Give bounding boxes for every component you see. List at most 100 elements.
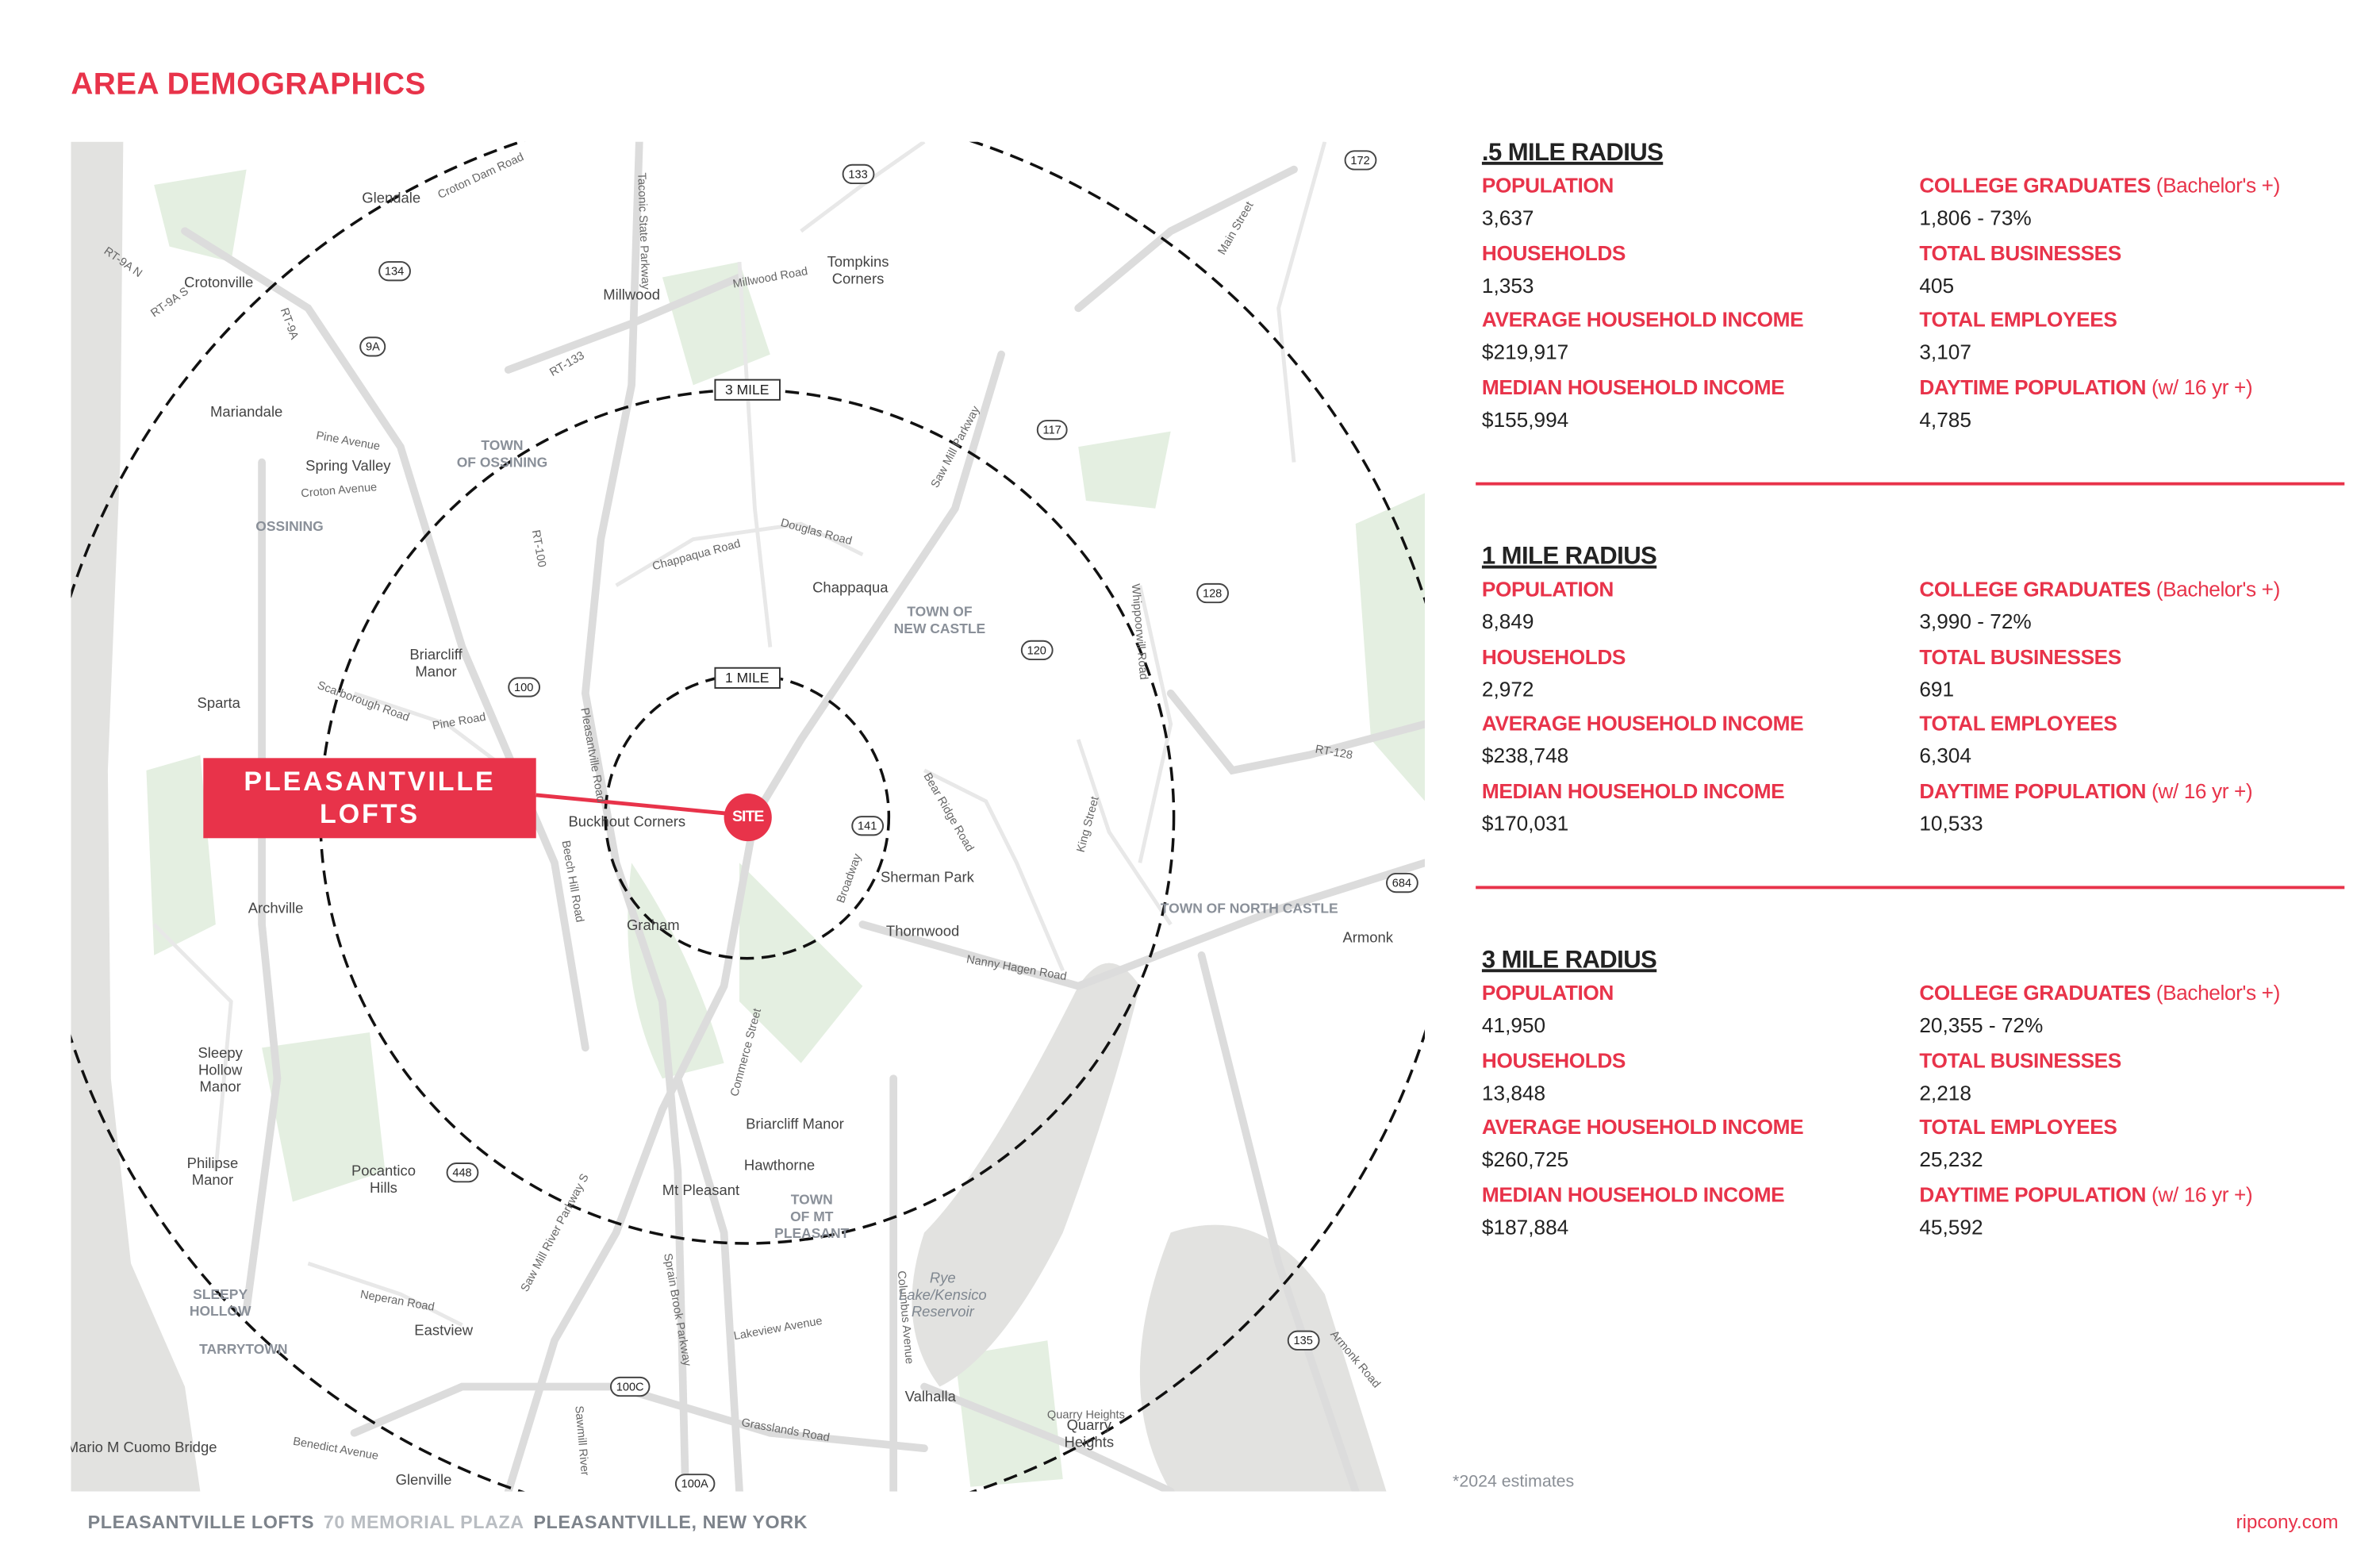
avg-income-label: AVERAGE HOUSEHOLD INCOME xyxy=(1482,712,1804,735)
route-shield: 684 xyxy=(1386,872,1418,893)
label-note: (w/ 16 yr +) xyxy=(2152,1182,2253,1206)
road-label: RT-133 xyxy=(547,348,587,379)
employees-label: TOTAL EMPLOYEES xyxy=(1919,712,2117,735)
reservoir-label: Rye Lake/Kensico Reservoir xyxy=(898,1270,987,1322)
employees-label: TOTAL EMPLOYEES xyxy=(1919,1116,2117,1139)
town-label: SLEEPY HOLLOW xyxy=(189,1286,251,1320)
population-label: POPULATION xyxy=(1482,982,1614,1005)
daytime-value: 10,533 xyxy=(1919,811,1983,835)
businesses-label: TOTAL BUSINESSES xyxy=(1919,1048,2121,1071)
daytime-label: DAYTIME POPULATION (w/ 16 yr +) xyxy=(1919,1182,2252,1205)
label-text: AVERAGE HOUSEHOLD INCOME xyxy=(1481,308,1804,332)
place-label: Chappaqua xyxy=(812,580,889,598)
label-text: POPULATION xyxy=(1481,174,1614,198)
road-label: Sawmill River xyxy=(572,1405,593,1477)
avg-income-value: $238,748 xyxy=(1481,744,1569,767)
place-label: Graham xyxy=(626,917,680,935)
route-shield: 100C xyxy=(609,1376,651,1397)
road-label: Beech Hill Road xyxy=(559,839,587,924)
road-label: Saw Mill Parkway xyxy=(927,403,983,490)
place-label: Valhalla xyxy=(904,1389,956,1406)
road-label: RT-9A S xyxy=(148,283,191,321)
road-label: Quarry Heights xyxy=(1046,1407,1125,1422)
route-shield: 117 xyxy=(1036,420,1068,440)
median-income-value: $187,884 xyxy=(1481,1215,1569,1239)
employees-label: TOTAL EMPLOYEES xyxy=(1919,308,2117,331)
route-shield: 100A xyxy=(674,1474,715,1492)
callout-line-1: PLEASANTVILLE xyxy=(244,766,496,797)
place-label: Philipse Manor xyxy=(186,1155,239,1189)
population-value: 8,849 xyxy=(1481,609,1534,634)
place-label: Glenville xyxy=(395,1472,452,1489)
section-divider xyxy=(1476,886,2345,889)
label-text: COLLEGE GRADUATES xyxy=(1919,174,2151,198)
route-shield: 120 xyxy=(1020,640,1053,661)
road-label: Benedict Avenue xyxy=(292,1434,380,1463)
label-note: (Bachelor's +) xyxy=(2155,578,2281,601)
households-label: HOUSEHOLDS xyxy=(1482,1048,1626,1071)
site-marker: SITE xyxy=(724,793,772,842)
college-label: COLLEGE GRADUATES (Bachelor's +) xyxy=(1919,982,2280,1005)
households-label: HOUSEHOLDS xyxy=(1482,645,1626,668)
avg-income-label: AVERAGE HOUSEHOLD INCOME xyxy=(1481,308,1804,332)
households-value: 1,353 xyxy=(1481,273,1534,297)
place-label: Thornwood xyxy=(885,924,960,941)
road-label: Pleasantville Road xyxy=(578,706,608,804)
callout-leader xyxy=(536,793,727,816)
road-label: Saw Mill River Parkway S xyxy=(517,1171,592,1294)
road-label: Commerce Street xyxy=(727,1006,764,1098)
place-label: Sherman Park xyxy=(880,870,974,887)
website-link[interactable]: ripcony.com xyxy=(2236,1511,2339,1533)
place-label: Quarry Heights xyxy=(1064,1417,1115,1452)
businesses-label: TOTAL BUSINESSES xyxy=(1919,241,2121,264)
road-label: Pine Road xyxy=(431,709,487,733)
reservoir-east xyxy=(1139,1224,1387,1492)
employees-value: 25,232 xyxy=(1919,1147,1983,1171)
label-text: TOTAL BUSINESSES xyxy=(1919,644,2121,668)
population-label: POPULATION xyxy=(1482,174,1614,197)
route-shield: 133 xyxy=(842,163,874,185)
households-label: HOUSEHOLDS xyxy=(1482,241,1626,264)
label-text: POPULATION xyxy=(1481,981,1614,1005)
road-label: King Street xyxy=(1073,794,1102,854)
route-shield: 172 xyxy=(1344,150,1376,171)
place-label: Mario M Cuomo Bridge xyxy=(71,1439,217,1457)
road-label: Grasslands Road xyxy=(740,1415,831,1445)
businesses-label: TOTAL BUSINESSES xyxy=(1919,645,2121,668)
road-label: Whippoorwill Road xyxy=(1128,582,1151,681)
place-label: Millwood xyxy=(603,287,660,305)
ring-1-mile xyxy=(604,673,891,960)
daytime-value: 45,592 xyxy=(1919,1215,1983,1239)
label-text: HOUSEHOLDS xyxy=(1481,240,1626,265)
daytime-value: 4,785 xyxy=(1919,407,1971,431)
avg-income-value: $219,917 xyxy=(1481,340,1569,364)
daytime-label: DAYTIME POPULATION (w/ 16 yr +) xyxy=(1919,779,2252,802)
label-text: DAYTIME POPULATION xyxy=(1919,1182,2147,1206)
town-label: TOWN OF NEW CASTLE xyxy=(893,604,986,636)
avg-income-value: $260,725 xyxy=(1481,1147,1569,1171)
college-label: COLLEGE GRADUATES (Bachelor's +) xyxy=(1919,578,2280,601)
road-label: RT-9A N xyxy=(101,244,145,280)
property-callout: PLEASANTVILLE LOFTS xyxy=(203,758,536,839)
road-label: Taconic State Parkway xyxy=(635,172,653,290)
label-note: (w/ 16 yr +) xyxy=(2152,778,2253,802)
place-label: Armonk xyxy=(1342,929,1394,947)
place-label: Glendale xyxy=(362,190,421,208)
road-label: RT-128 xyxy=(1314,741,1354,763)
road-label: Neperan Road xyxy=(359,1286,436,1314)
town-label: TOWN OF MT PLEASANT xyxy=(774,1191,850,1242)
road-label: Lakeview Avenue xyxy=(732,1313,823,1343)
college-value: 3,990 - 72% xyxy=(1919,609,2032,634)
town-label: TARRYTOWN xyxy=(199,1341,288,1357)
radius-heading: 3 MILE RADIUS xyxy=(1481,947,1657,974)
employees-value: 6,304 xyxy=(1919,744,1971,767)
employees-value: 3,107 xyxy=(1919,340,1971,364)
place-label: Eastview xyxy=(414,1322,474,1340)
route-shield: 100 xyxy=(508,677,540,697)
route-shield: 134 xyxy=(378,261,410,282)
road-label: Broadway xyxy=(833,851,865,905)
